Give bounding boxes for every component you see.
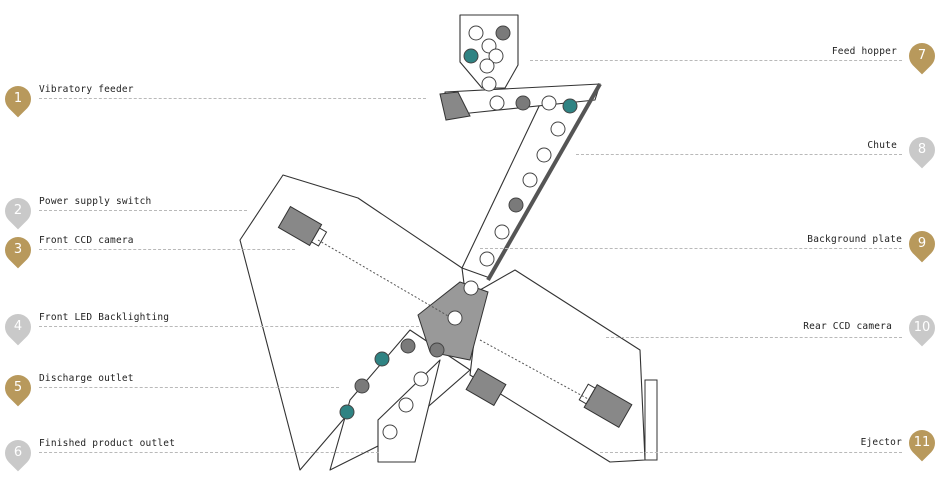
callout-badge: 10 (903, 309, 941, 347)
callout-rear-ccd-camera: Rear CCD camera 10 (606, 309, 952, 347)
ejector-body (465, 367, 507, 407)
callout-badge: 1 (0, 80, 37, 118)
callout-badge: 9 (903, 225, 941, 263)
callout-badge: 11 (903, 424, 941, 462)
callout-badge: 3 (0, 231, 37, 269)
callout-discharge-outlet: 5 Discharge outlet (0, 369, 360, 407)
callout-badge: 4 (0, 308, 37, 346)
callout-chute: Chute 8 (576, 131, 952, 169)
ejector-plate (644, 379, 658, 461)
callout-badge: 8 (903, 131, 941, 169)
front-ccd-camera (277, 205, 328, 247)
callout-finished-product-outlet: 6 Finished product outlet (0, 434, 380, 472)
background-plate (486, 83, 602, 281)
callout-badge: 5 (0, 369, 37, 407)
callout-badge: 6 (0, 434, 37, 472)
callout-background-plate: Background plate 9 (480, 225, 952, 263)
callout-front-ccd-camera: 3 Front CCD camera (0, 231, 300, 269)
rear-ccd-camera (578, 383, 633, 428)
vibratory-feeder-block (439, 91, 471, 121)
callout-ejector: Ejector 11 (600, 424, 952, 462)
callout-power-supply-switch: 2 Power supply switch (0, 192, 260, 230)
callout-badge: 7 (903, 37, 941, 75)
callout-badge: 2 (0, 192, 37, 230)
callout-front-led-backlighting: 4 Front LED Backlighting (0, 308, 430, 346)
callout-feed-hopper: Feed hopper 7 (530, 37, 952, 75)
callout-vibratory-feeder: 1 Vibratory feeder (0, 80, 426, 118)
